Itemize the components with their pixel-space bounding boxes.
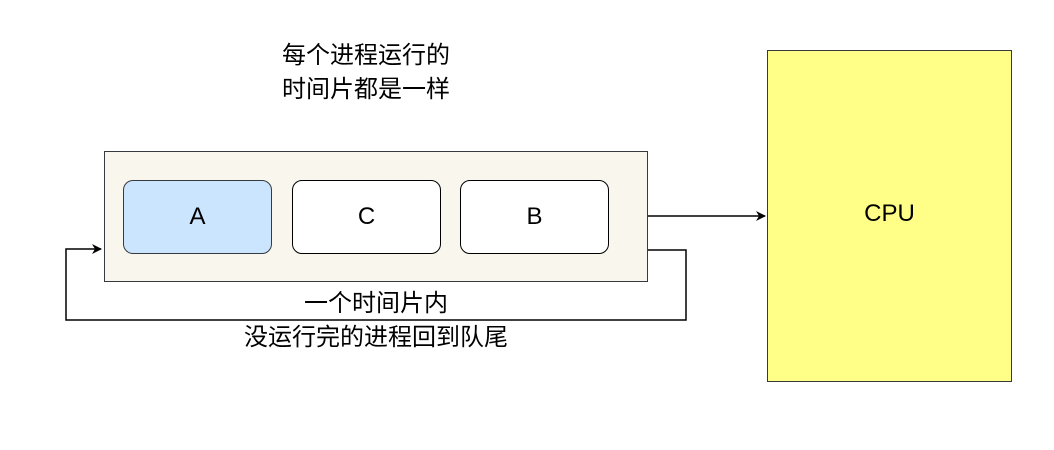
requeue-note-line-1: 一个时间片内	[304, 289, 448, 317]
cpu-box: CPU	[767, 50, 1012, 382]
requeue-arrow	[65, 244, 687, 321]
process-b: B	[460, 180, 609, 254]
requeue-note-line-2: 没运行完的进程回到队尾	[244, 323, 508, 351]
time-slice-note-line-2: 时间片都是一样	[282, 75, 450, 103]
ready-queue: A C B	[104, 151, 648, 282]
process-c: C	[292, 180, 441, 254]
requeue-note: 一个时间片内 没运行完的进程回到队尾	[156, 286, 596, 354]
cpu-label: CPU	[864, 200, 915, 227]
time-slice-note-line-1: 每个进程运行的	[282, 41, 450, 69]
time-slice-note: 每个进程运行的 时间片都是一样	[216, 38, 516, 106]
process-a: A	[123, 180, 272, 254]
